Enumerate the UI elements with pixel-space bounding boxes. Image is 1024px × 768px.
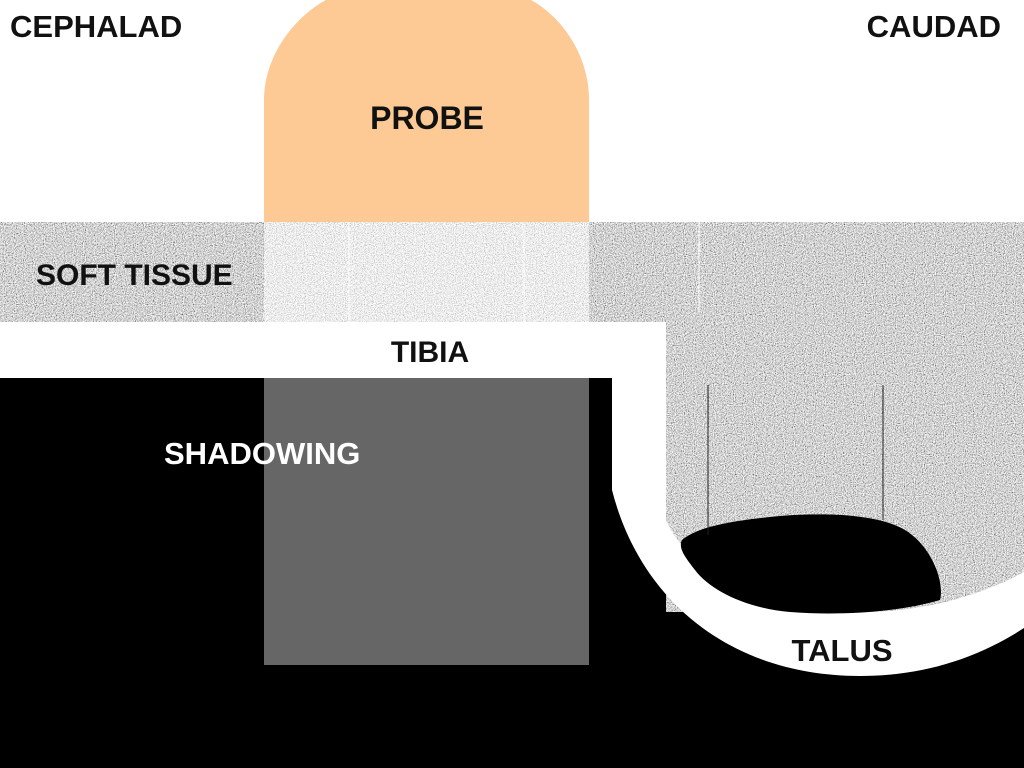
- caudad-label: CAUDAD: [867, 9, 1001, 44]
- probe-label: PROBE: [370, 100, 484, 136]
- shadowing-region: [264, 378, 589, 665]
- joint-fluid: [680, 514, 941, 614]
- soft-tissue-label: SOFT TISSUE: [36, 259, 233, 292]
- shadowing-label: SHADOWING: [164, 436, 360, 471]
- beam-lines: [348, 222, 700, 322]
- cephalad-label: CEPHALAD: [10, 9, 182, 44]
- talus-bone: [612, 378, 1024, 676]
- joint-beam-lines: [707, 385, 884, 535]
- soft-tissue-under-probe: [264, 222, 589, 322]
- tibia-bone: [0, 322, 666, 378]
- ultrasound-probe: [264, 0, 589, 222]
- tibia-label: TIBIA: [391, 336, 469, 369]
- talus-label: TALUS: [791, 633, 892, 668]
